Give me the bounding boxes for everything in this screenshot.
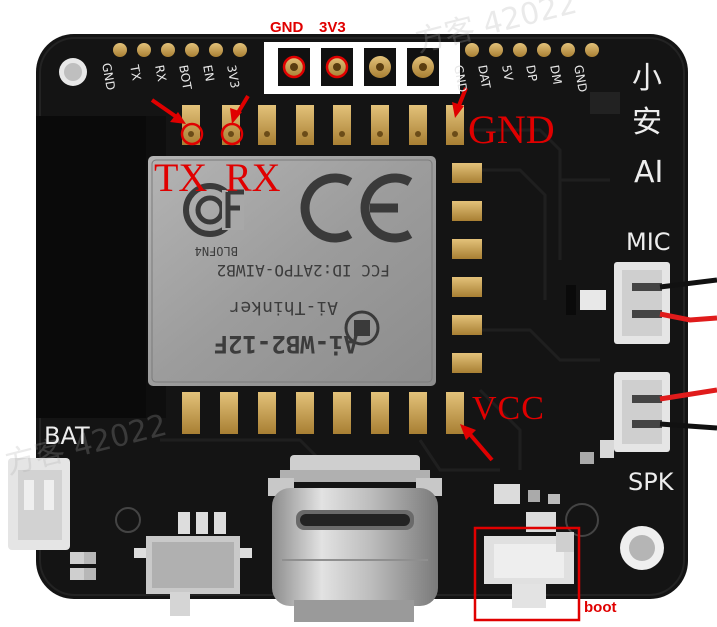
- annotation-arrows: [150, 87, 494, 462]
- pin-label-en: EN: [200, 63, 217, 83]
- label-bat: BAT: [44, 422, 90, 450]
- ai-logo-icon: [344, 310, 380, 346]
- module-model: Ai-WB2-12F: [213, 330, 359, 358]
- label-top-3v3: 3V3: [319, 19, 346, 36]
- pin-label-bot: BOT: [176, 63, 195, 91]
- header-pins-top: [113, 43, 599, 57]
- module-maker: Ai-Thinker: [229, 297, 338, 318]
- antenna-area: [36, 116, 146, 418]
- mounting-hole-top-left: [59, 58, 87, 86]
- pin-label-3v3: 3V3: [224, 63, 243, 90]
- boot-highlight-box: [473, 526, 581, 622]
- mic-connector: [614, 262, 717, 344]
- pin-label-rx: RX: [152, 63, 169, 83]
- module-code: BLOFN4: [194, 244, 238, 258]
- boot-button: [484, 484, 599, 608]
- pin-label-tx: TX: [127, 63, 144, 82]
- pin-label-5v: 5V: [499, 63, 516, 82]
- pin-label-dat: DAT: [475, 63, 494, 90]
- battery-connector: [8, 458, 70, 550]
- label-top-gnd: GND: [270, 19, 304, 36]
- label-tx: TX: [154, 155, 208, 200]
- brand-char-2: 安: [632, 105, 662, 140]
- module-pads-right: [452, 163, 482, 373]
- label-mic: MIC: [626, 228, 671, 256]
- tx-pad-circle: [180, 122, 204, 146]
- ce-mark: [300, 173, 413, 243]
- brand-ai: AI: [634, 155, 664, 190]
- mounting-hole-bottom-right: [620, 526, 664, 570]
- module-fcc-id: FCC ID:2ATPO-AIWB2: [216, 261, 390, 280]
- gnd-pin-circle: [282, 55, 306, 79]
- module-pads-top: [182, 105, 464, 145]
- label-spk: SPK: [628, 468, 674, 496]
- 3v3-pin-circle: [325, 55, 349, 79]
- module-pads-bottom: [182, 392, 464, 434]
- label-vcc: VCC: [472, 390, 545, 427]
- slide-switch: [115, 507, 252, 616]
- label-boot: boot: [584, 599, 617, 616]
- brand-char-1: 小: [632, 61, 662, 96]
- fcc-mark: [183, 183, 244, 237]
- usb-c-connector: [268, 455, 442, 622]
- spk-connector: [614, 372, 717, 452]
- pin-label-dp: DP: [523, 63, 540, 83]
- pin-label-dm: DM: [547, 63, 565, 86]
- label-gnd: GND: [468, 107, 555, 152]
- label-rx: RX: [225, 155, 281, 200]
